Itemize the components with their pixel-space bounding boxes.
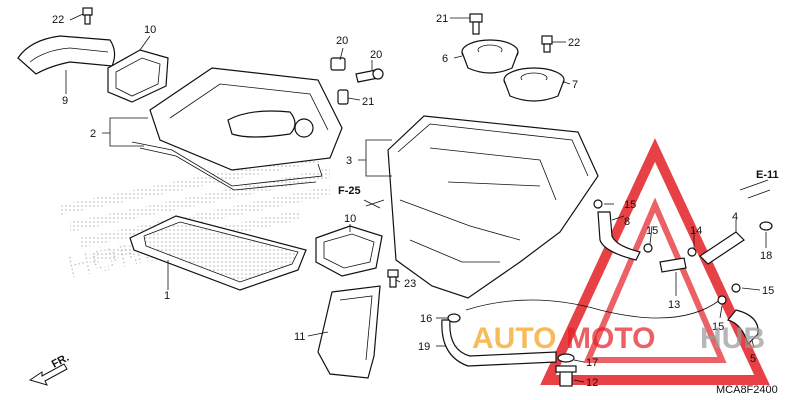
watermark-moto: MOTO [566, 322, 655, 355]
callout-1: 1 [164, 290, 170, 302]
funnel-part-7[interactable] [503, 67, 565, 102]
callout-4: 4 [732, 211, 738, 223]
callout-12: 12 [586, 377, 598, 389]
callout-10-top: 10 [144, 24, 156, 36]
callout-9: 9 [62, 95, 68, 107]
callout-21-right: 22 [568, 37, 580, 49]
grommet-part[interactable] [330, 57, 346, 71]
bolt-icon-21a[interactable] [469, 13, 483, 35]
callout-23: 19 [418, 341, 430, 353]
callout-2: 2 [90, 128, 96, 140]
clamp-part-20a[interactable] [447, 313, 461, 323]
callout-15-a: 15 [624, 199, 636, 211]
callout-3: 3 [346, 155, 352, 167]
funnel-part-6[interactable] [461, 39, 519, 74]
plug-part[interactable] [555, 365, 577, 387]
lower-duct-part[interactable] [317, 285, 381, 379]
watermark-brand: AUTO MOTO HUB [472, 322, 765, 355]
clamp-part-20b[interactable] [557, 353, 575, 363]
callout-5: 5 [750, 353, 756, 365]
drain-hose-part[interactable] [441, 199, 773, 367]
callout-6: 6 [442, 53, 448, 65]
reference-labels: E-11 F-25 [338, 169, 779, 209]
front-label: FR. [50, 352, 71, 371]
bolt-icon-21b[interactable] [541, 35, 553, 53]
callout-11: 11 [294, 331, 305, 343]
callout-13: 13 [668, 299, 680, 311]
callout-15-d: 15 [712, 321, 724, 333]
callout-22-top: 22 [52, 14, 64, 26]
callout-15-c: 15 [762, 285, 774, 297]
callout-15-b: 15 [646, 225, 658, 237]
watermark-auto: AUTO [472, 322, 556, 355]
callout-8: 8 [624, 216, 630, 228]
air-duct-part[interactable] [17, 35, 116, 75]
callout-20-bottom: 17 [586, 357, 598, 369]
clip-part[interactable] [337, 89, 349, 105]
front-arrow-icon: FR. [28, 352, 71, 386]
callout-20-left: 16 [420, 313, 432, 325]
callout-labels: 22 10 9 2 20 20 21 3 21 6 22 7 1 10 23 1… [52, 13, 774, 389]
air-cleaner-case-part[interactable] [387, 115, 599, 299]
air-cleaner-cover-part[interactable] [131, 67, 343, 191]
air-filter-element-part[interactable] [129, 215, 307, 291]
bolt-icon-lower[interactable] [387, 269, 399, 288]
callout-19: 21 [362, 96, 374, 108]
callout-14: 14 [690, 225, 702, 237]
callout-21-top: 21 [436, 13, 448, 25]
ref-e11: E-11 [756, 169, 779, 181]
callout-10-lower: 10 [344, 213, 356, 225]
screw-part[interactable] [355, 68, 384, 83]
intake-boot-part-lower[interactable] [315, 225, 383, 277]
callout-22-lower: 23 [404, 278, 416, 290]
callout-16: 18 [760, 250, 772, 262]
watermark-triangle-icon [540, 138, 770, 385]
bolt-icon[interactable] [82, 7, 93, 25]
leader-lines [65, 13, 771, 383]
callout-7: 7 [572, 79, 578, 91]
ref-f25: F-25 [338, 185, 361, 197]
watermark-hub: HUB [700, 322, 765, 355]
intake-boot-part[interactable] [107, 49, 169, 103]
callout-17: 20 [370, 49, 382, 61]
callout-18: 20 [336, 35, 348, 47]
diagram-code: MCA8F2400 [716, 384, 778, 396]
